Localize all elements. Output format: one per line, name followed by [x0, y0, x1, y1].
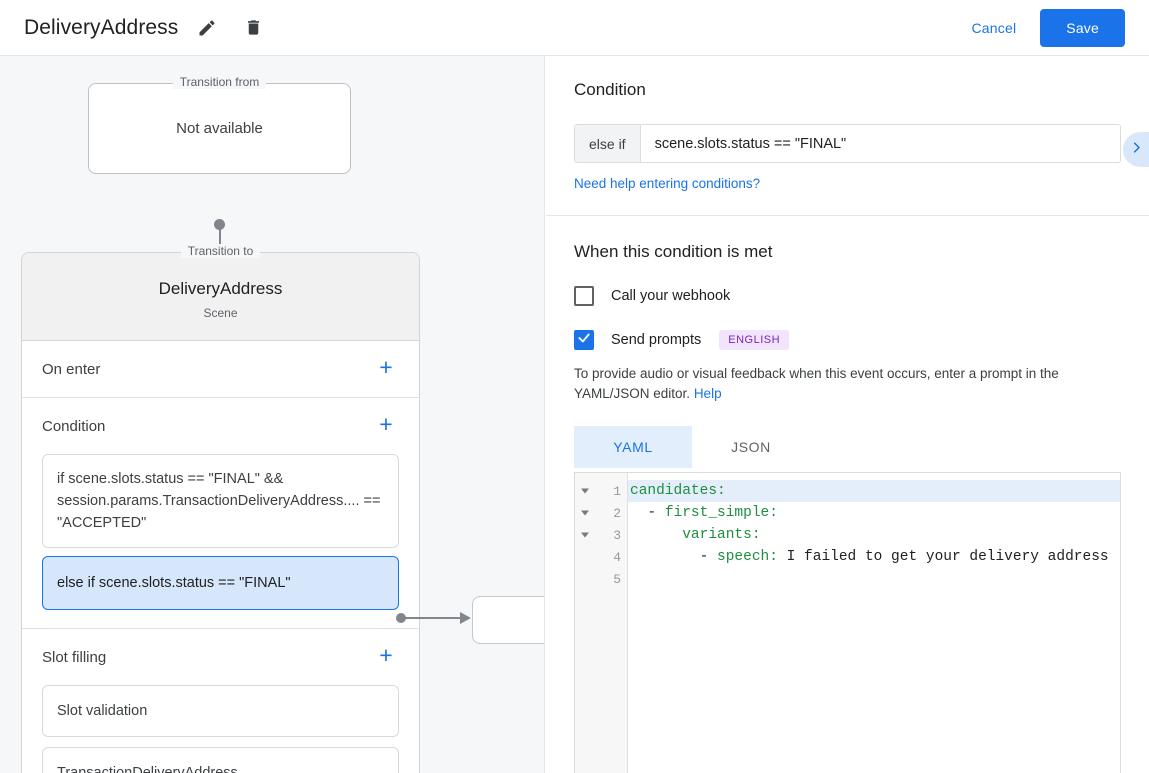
- line-number: 2: [613, 505, 621, 521]
- add-condition-button[interactable]: +: [373, 413, 399, 439]
- line-number: 5: [613, 571, 621, 587]
- call-webhook-checkbox[interactable]: [574, 286, 594, 306]
- chevron-right-icon: [1129, 140, 1144, 160]
- transition-to-legend: Transition to: [21, 244, 420, 258]
- section-on-enter: On enter +: [22, 341, 419, 398]
- panel-collapse-button[interactable]: [1123, 132, 1149, 167]
- when-condition-met-block: When this condition is met Call your web…: [546, 216, 1149, 773]
- checkmark-icon: [577, 331, 591, 350]
- prompts-help-link[interactable]: Help: [693, 386, 722, 401]
- section-header: Slot filling +: [42, 629, 399, 685]
- tab-json[interactable]: JSON: [692, 426, 810, 468]
- call-webhook-label: Call your webhook: [611, 288, 731, 304]
- gutter-row[interactable]: 3: [575, 524, 627, 546]
- scene-card-header[interactable]: DeliveryAddress Scene: [22, 253, 419, 341]
- line-number: 3: [613, 527, 621, 543]
- section-header: Condition +: [42, 398, 399, 454]
- edge-target-node[interactable]: [472, 596, 544, 644]
- section-title-condition: Condition: [42, 417, 106, 435]
- slot-item[interactable]: TransactionDeliveryAddress: [42, 747, 399, 773]
- line-number: 1: [613, 483, 621, 499]
- gutter-row[interactable]: 2: [575, 502, 627, 524]
- panel-heading-condition: Condition: [574, 80, 646, 99]
- send-prompts-checkbox[interactable]: [574, 330, 594, 350]
- pencil-icon: [197, 18, 217, 38]
- flow-canvas[interactable]: Not available Transition from Transition…: [0, 56, 545, 773]
- section-slot-filling: Slot filling + Slot validation Transacti…: [22, 629, 419, 773]
- edge-source-dot: [396, 613, 406, 623]
- delete-button[interactable]: [236, 11, 270, 45]
- scene-card: DeliveryAddress Scene On enter + Conditi…: [21, 252, 420, 773]
- slot-validation-item[interactable]: Slot validation: [42, 685, 399, 737]
- editor-format-tabs: YAML JSON: [574, 426, 1121, 468]
- editor-code-area[interactable]: candidates: - first_simple: variants: - …: [628, 473, 1120, 773]
- code-line[interactable]: variants:: [682, 527, 761, 543]
- section-title-on-enter: On enter: [42, 360, 101, 378]
- condition-expression-input[interactable]: scene.slots.status == "FINAL": [654, 135, 847, 152]
- send-prompts-label: Send prompts: [611, 332, 702, 348]
- fold-triangle-icon[interactable]: [581, 510, 589, 516]
- condition-help-link[interactable]: Need help entering conditions?: [574, 176, 761, 191]
- scene-type: Scene: [203, 306, 238, 320]
- condition-prefix-label: else if: [575, 125, 641, 162]
- gutter-row[interactable]: 4: [575, 546, 627, 568]
- add-slot-button[interactable]: +: [373, 644, 399, 670]
- gutter-row[interactable]: 1: [575, 480, 627, 502]
- prompts-helper-sentence: To provide audio or visual feedback when…: [574, 366, 1059, 401]
- condition-block: Condition else if scene.slots.status == …: [546, 56, 1149, 216]
- edit-button[interactable]: [190, 11, 224, 45]
- webhook-row[interactable]: Call your webhook: [574, 286, 1121, 306]
- add-on-enter-button[interactable]: +: [373, 356, 399, 382]
- send-prompts-row[interactable]: Send prompts ENGLISH: [574, 330, 1121, 350]
- scene-name: DeliveryAddress: [158, 279, 283, 298]
- top-app-bar: DeliveryAddress Cancel Save: [0, 0, 1149, 56]
- prompts-helper-text: To provide audio or visual feedback when…: [574, 364, 1121, 404]
- section-header: On enter +: [42, 341, 399, 397]
- gutter-row[interactable]: 5: [575, 568, 627, 590]
- condition-list-item[interactable]: if scene.slots.status == "FINAL" && sess…: [42, 454, 399, 548]
- code-line[interactable]: [628, 568, 1120, 590]
- language-badge: ENGLISH: [719, 330, 790, 350]
- save-button[interactable]: Save: [1040, 8, 1125, 47]
- editor-gutter: 1 2 3 4 5: [575, 473, 628, 773]
- condition-detail-panel: Condition else if scene.slots.status == …: [546, 56, 1149, 773]
- edge-line: [404, 617, 462, 619]
- panel-heading-when: When this condition is met: [574, 242, 773, 261]
- editor-body: Not available Transition from Transition…: [0, 56, 1149, 773]
- transition-from-text: Not available: [176, 120, 263, 137]
- fold-triangle-icon[interactable]: [581, 488, 589, 494]
- section-title-slot-filling: Slot filling: [42, 648, 107, 666]
- condition-input-group[interactable]: else if scene.slots.status == "FINAL": [574, 124, 1121, 163]
- transition-from-legend: Transition from: [88, 75, 351, 89]
- page-title: DeliveryAddress: [24, 15, 179, 39]
- prompt-code-editor[interactable]: 1 2 3 4 5: [574, 472, 1121, 773]
- trash-icon: [244, 18, 263, 37]
- tab-yaml[interactable]: YAML: [574, 426, 692, 468]
- code-line[interactable]: - first_simple:: [630, 505, 778, 521]
- condition-list-item-selected[interactable]: else if scene.slots.status == "FINAL": [42, 556, 399, 610]
- edge-arrow-icon: [460, 612, 471, 624]
- line-number: 4: [613, 549, 621, 565]
- code-line[interactable]: - speech: I failed to get your delivery …: [630, 549, 1109, 565]
- code-line[interactable]: candidates:: [628, 480, 1120, 502]
- fold-triangle-icon[interactable]: [581, 532, 589, 538]
- transition-from-node[interactable]: Not available: [88, 83, 351, 174]
- cancel-button[interactable]: Cancel: [960, 11, 1029, 45]
- section-condition: Condition + if scene.slots.status == "FI…: [22, 398, 419, 629]
